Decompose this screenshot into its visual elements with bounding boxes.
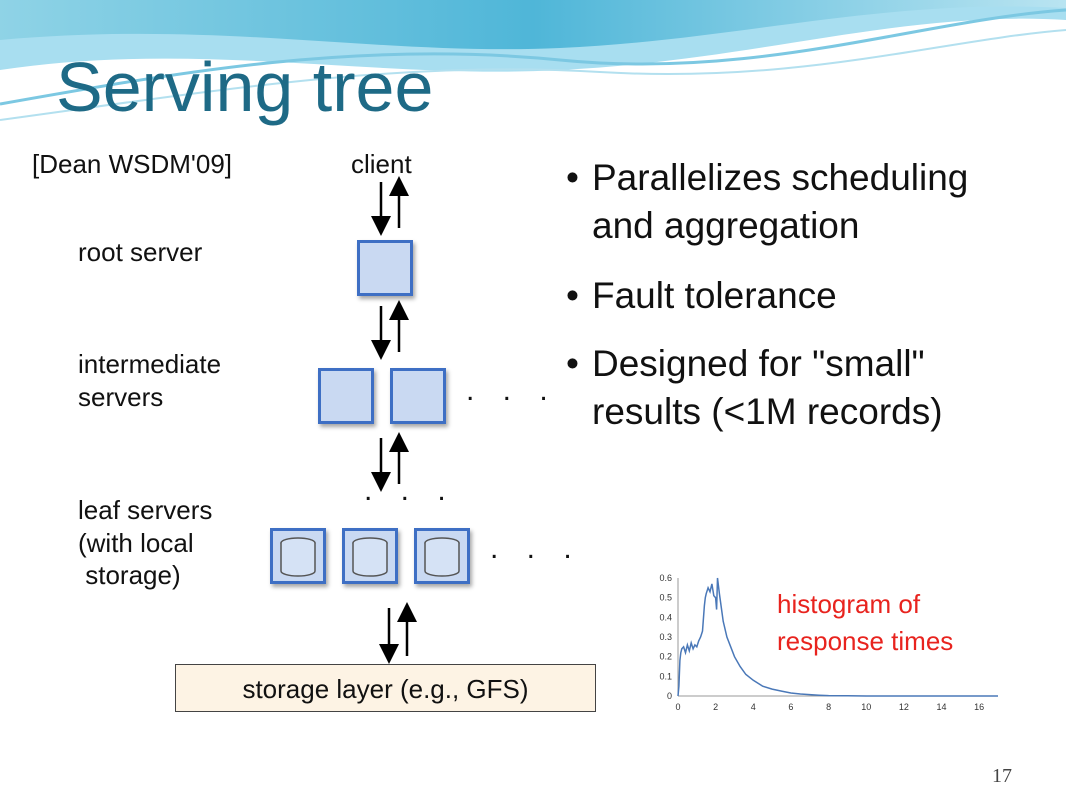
x-tick-label: 0 [675, 702, 680, 712]
client-label: client [351, 149, 412, 179]
x-tick-label: 10 [861, 702, 871, 712]
citation: [Dean WSDM'09] [32, 149, 233, 179]
bullet-line: Fault tolerance [592, 275, 837, 316]
leaf-server-box [414, 528, 470, 584]
y-tick-label: 0.4 [659, 612, 672, 622]
database-icon [424, 537, 460, 577]
bullet-dot-icon: • [566, 275, 579, 316]
bullet-line: results (<1M records) [592, 391, 943, 433]
y-tick-label: 0.2 [659, 652, 672, 662]
y-tick-label: 0 [667, 691, 672, 701]
bullet-line: Designed for "small" [592, 343, 925, 384]
database-icon [280, 537, 316, 577]
intermediate-ellipsis: . . . [466, 374, 558, 407]
leaf-label-line: storage) [78, 560, 181, 590]
leaf-servers-label: leaf servers (with local storage) [78, 494, 212, 592]
histogram-note-line: response times [777, 625, 954, 656]
intermediate-label-line: intermediate [78, 349, 222, 379]
leaf-group-ellipsis: . . . [364, 474, 456, 507]
histogram-note: histogram of response times [777, 586, 953, 660]
series-line [677, 577, 998, 697]
bullet-dot-icon: • [566, 157, 579, 198]
storage-layer-box: storage layer (e.g., GFS) [175, 664, 596, 712]
leaf-label-line: leaf servers [78, 495, 213, 525]
x-tick-label: 12 [899, 702, 909, 712]
leaf-ellipsis: . . . [490, 532, 582, 565]
page-number: 17 [992, 765, 1012, 787]
intermediate-server-box [390, 368, 446, 424]
root-server-label: root server [78, 237, 203, 267]
database-icon [352, 537, 388, 577]
intermediate-servers-label: intermediate servers [78, 348, 221, 413]
intermediate-label-line: servers [78, 381, 164, 412]
leaf-label-line: (with local [78, 527, 194, 558]
x-tick-label: 2 [713, 702, 718, 712]
response-time-histogram: 0 0.1 0.2 0.3 0.4 0.5 0.6 0 2 4 6 8 10 12 14 16 [646, 568, 1012, 726]
y-tick-label: 0.6 [659, 573, 672, 583]
leaf-server-box [342, 528, 398, 584]
x-tick-label: 4 [751, 702, 756, 712]
bullet-line: Parallelizes scheduling [592, 157, 969, 198]
bullet-item: • Parallelizes scheduling and aggregatio… [566, 154, 969, 250]
leaf-server-box [270, 528, 326, 584]
bullet-line: and aggregation [592, 205, 860, 247]
y-tick-label: 0.5 [659, 593, 672, 603]
y-tick-label: 0.1 [659, 671, 672, 681]
x-tick-label: 6 [788, 702, 793, 712]
x-tick-label: 16 [974, 702, 984, 712]
bullet-item: • Fault tolerance [566, 272, 837, 320]
x-tick-label: 8 [826, 702, 831, 712]
slide-title: Serving tree [56, 48, 434, 126]
histogram-note-line: histogram of [777, 589, 921, 619]
bullet-item: • Designed for "small" results (<1M reco… [566, 340, 943, 436]
bullet-dot-icon: • [566, 343, 579, 384]
x-tick-label: 14 [937, 702, 947, 712]
root-server-box [357, 240, 413, 296]
header-wave [0, 0, 1066, 121]
intermediate-server-box [318, 368, 374, 424]
y-tick-label: 0.3 [659, 632, 672, 642]
